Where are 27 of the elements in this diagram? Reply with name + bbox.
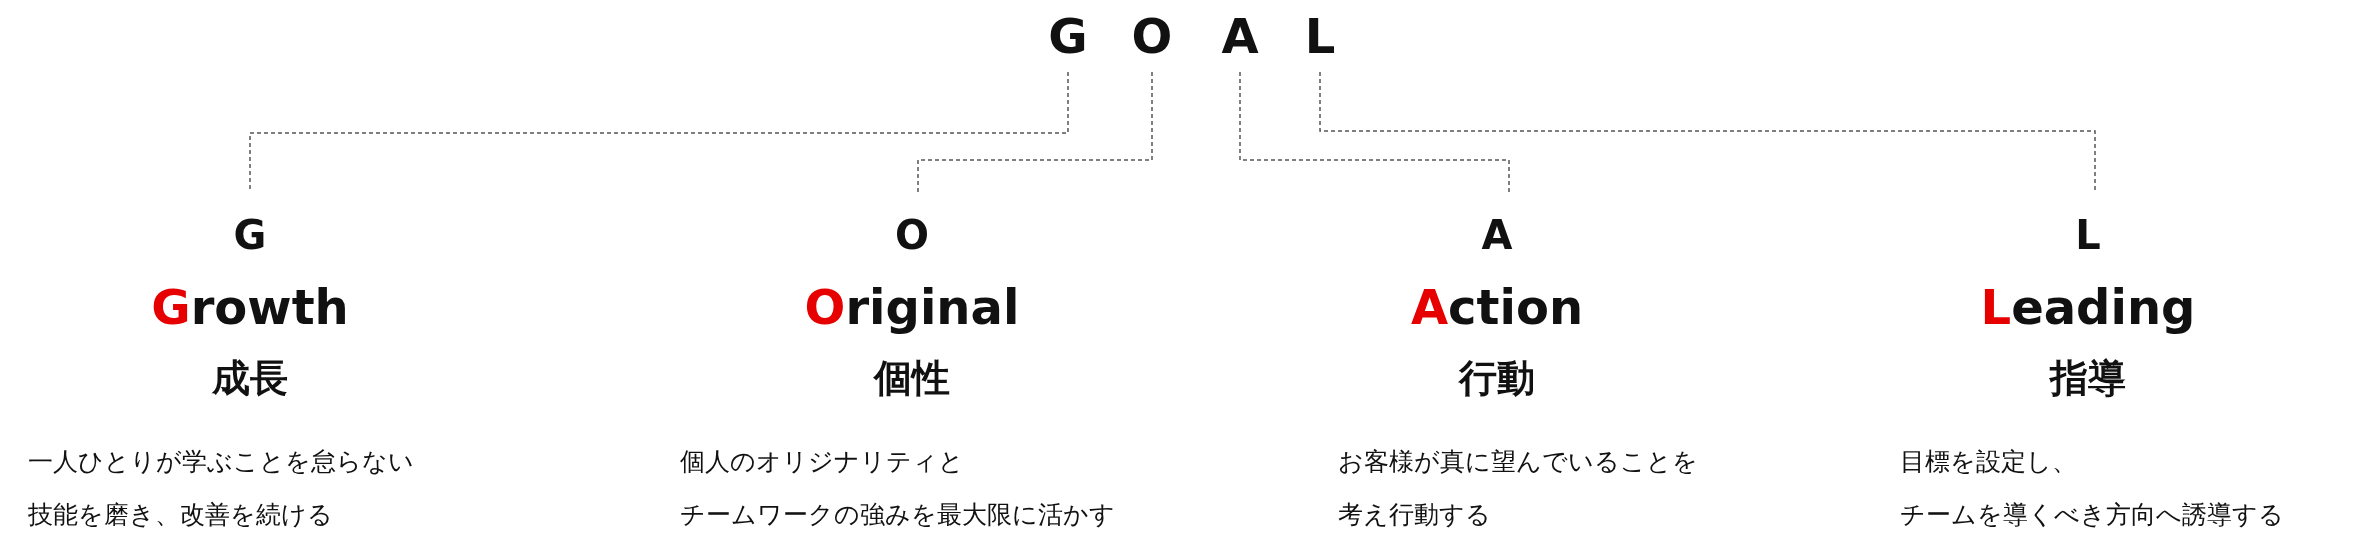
description: 目標を設定し、 — [1900, 449, 2077, 474]
dashed-connector — [1319, 71, 2096, 193]
kanji-heading: 指導 — [2050, 357, 2126, 401]
letter-heading: O — [895, 212, 929, 258]
kanji-heading: 行動 — [1459, 357, 1535, 401]
description: チームワークの強みを最大限に活かす — [680, 502, 1115, 527]
word-heading: Action — [1410, 280, 1584, 336]
description: 個人のオリジナリティと — [680, 449, 964, 474]
description: チームを導くべき方向へ誘導する — [1900, 502, 2284, 527]
word-heading: Leading — [1980, 280, 2196, 336]
letter-heading: L — [2075, 212, 2101, 258]
description: 技能を磨き、改善を続ける — [28, 502, 333, 527]
goal-letter: G — [1046, 8, 1090, 64]
description: 考え行動する — [1338, 502, 1491, 527]
kanji-heading: 個性 — [874, 357, 950, 401]
goal-letter: O — [1130, 8, 1174, 64]
goal-letter: L — [1298, 8, 1342, 64]
kanji-heading: 成長 — [212, 357, 288, 401]
goal-letter: A — [1218, 8, 1262, 64]
letter-heading: A — [1481, 212, 1513, 258]
word-heading: Growth — [151, 280, 349, 336]
description: お客様が真に望んでいることを — [1338, 449, 1698, 474]
word-heading: Original — [804, 280, 1020, 336]
description: 一人ひとりが学ぶことを怠らない — [28, 449, 414, 474]
letter-heading: G — [233, 212, 267, 258]
dashed-connector — [1239, 71, 1510, 193]
dashed-connector — [917, 71, 1153, 193]
